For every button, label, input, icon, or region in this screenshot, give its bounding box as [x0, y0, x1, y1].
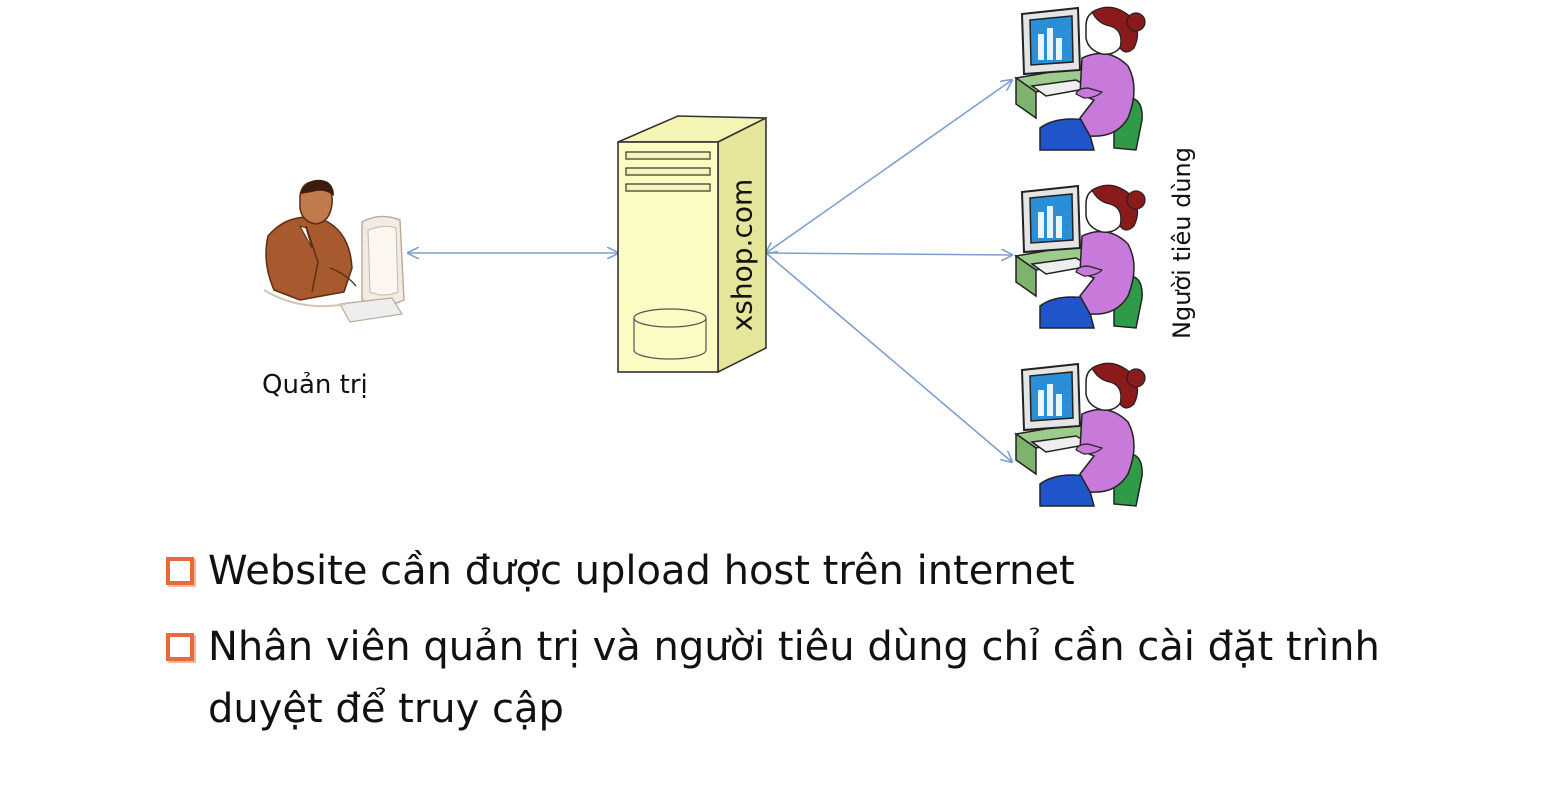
consumer-at-computer-icon [1015, 6, 1146, 152]
server-tower-icon [617, 115, 767, 374]
network-diagram [263, 6, 1146, 507]
consumer-at-computer-icon [1015, 184, 1146, 329]
server-consumer-1-arrow [766, 80, 1012, 253]
server-consumer-3-arrow [765, 252, 1012, 462]
bullet-item: Nhân viên quản trị và người tiêu dùng ch… [160, 616, 1500, 740]
server-label: xshop.com [725, 178, 759, 332]
checkbox-bullet-icon [166, 633, 194, 661]
bullet-text: Nhân viên quản trị và người tiêu dùng ch… [208, 624, 1380, 732]
bullet-list: Website cần được upload host trên intern… [160, 540, 1500, 754]
consumers-label: Người tiêu dùng [1168, 147, 1196, 339]
admin-person-icon [263, 179, 405, 323]
bullet-text: Website cần được upload host trên intern… [208, 548, 1075, 594]
admin-label: Quản trị [262, 370, 368, 400]
checkbox-bullet-icon [166, 557, 194, 585]
server-consumer-2-arrow [765, 253, 1012, 255]
bullet-item: Website cần được upload host trên intern… [160, 540, 1500, 602]
consumer-at-computer-icon [1015, 362, 1146, 507]
